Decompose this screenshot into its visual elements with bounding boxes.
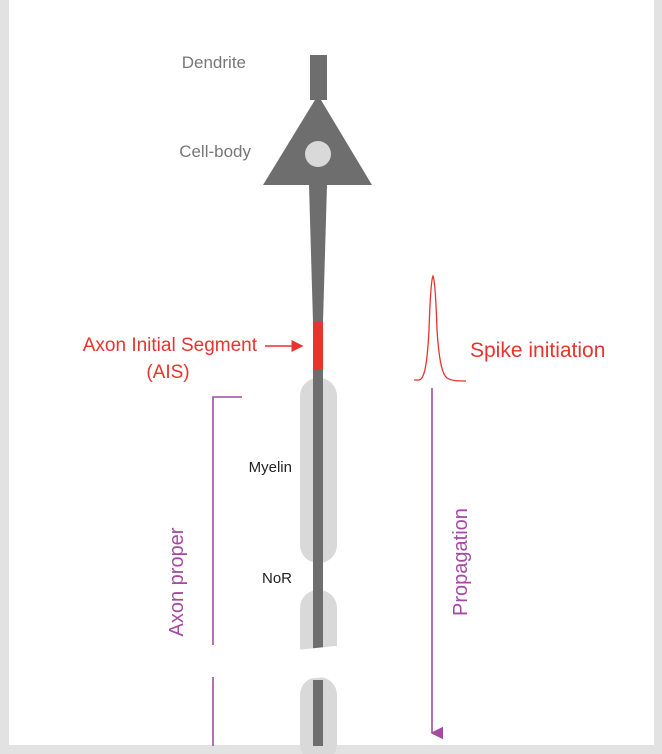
frame-left [0,0,9,754]
axon-hillock-shape [309,185,327,322]
dendrite-shape [310,55,327,100]
axon-core-upper [313,370,323,655]
ais-label-line1: Axon Initial Segment [83,335,258,356]
ais-segment [313,322,323,370]
cell-body-shape [263,95,372,185]
axon-proper-bracket [212,396,242,645]
nor-label: NoR [262,570,292,587]
axon-break-gap [200,645,345,690]
spike-waveform [414,274,467,382]
myelin-label: Myelin [249,459,292,476]
axon-core-lower [313,680,323,746]
cell-body-label: Cell-body [179,142,251,161]
nucleus-shape [305,141,331,167]
propagation-label: Propagation [450,508,472,616]
ais-label-line2: (AIS) [146,362,189,383]
spike-initiation-label: Spike initiation [470,339,605,362]
dendrite-label: Dendrite [182,53,246,72]
frame-right [654,0,662,754]
axon-proper-label: Axon proper [166,527,188,636]
